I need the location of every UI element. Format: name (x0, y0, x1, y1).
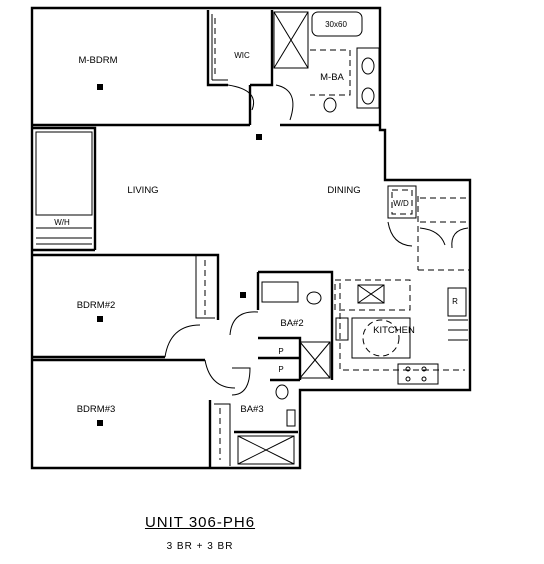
label-master-bedroom: M-BDRM (78, 55, 117, 66)
bedroom-3-walls (32, 358, 236, 468)
label-bath-2: BA#2 (280, 318, 303, 329)
kitchen-walls (334, 196, 470, 385)
laundry-closet (387, 185, 417, 247)
unit-bedrooms: 3 BR + 3 BR (166, 541, 234, 552)
label-bedroom-3: BDRM#3 (77, 404, 116, 415)
label-master-bath: M-BA (320, 72, 344, 83)
bedroom-2-walls (32, 253, 220, 359)
label-washer-dryer: W/D (393, 199, 409, 208)
label-refrigerator: R (452, 297, 458, 306)
label-bedroom-2: BDRM#2 (77, 300, 116, 311)
label-pantry-2: P (278, 365, 283, 374)
exterior-walls (30, 6, 472, 470)
label-walk-in-closet: WIC (234, 51, 250, 60)
master-bath-walls (273, 11, 380, 127)
unit-title: UNIT 306-PH6 (144, 514, 256, 531)
label-pantry-1: P (278, 347, 283, 356)
floor-plan: M-BDRM WIC M-BA 30x60 LIVING DINING W/H … (30, 6, 472, 470)
label-living: LIVING (127, 185, 158, 196)
label-tub: 30x60 (325, 20, 347, 29)
label-water-heater: W/H (54, 218, 70, 227)
master-bedroom-walls (32, 10, 274, 127)
bath-walls (229, 270, 334, 465)
label-dining: DINING (327, 185, 360, 196)
label-kitchen: KITCHEN (373, 325, 415, 336)
label-bath-3: BA#3 (240, 404, 263, 415)
room-markers (97, 84, 262, 426)
closet-strip (32, 126, 97, 252)
